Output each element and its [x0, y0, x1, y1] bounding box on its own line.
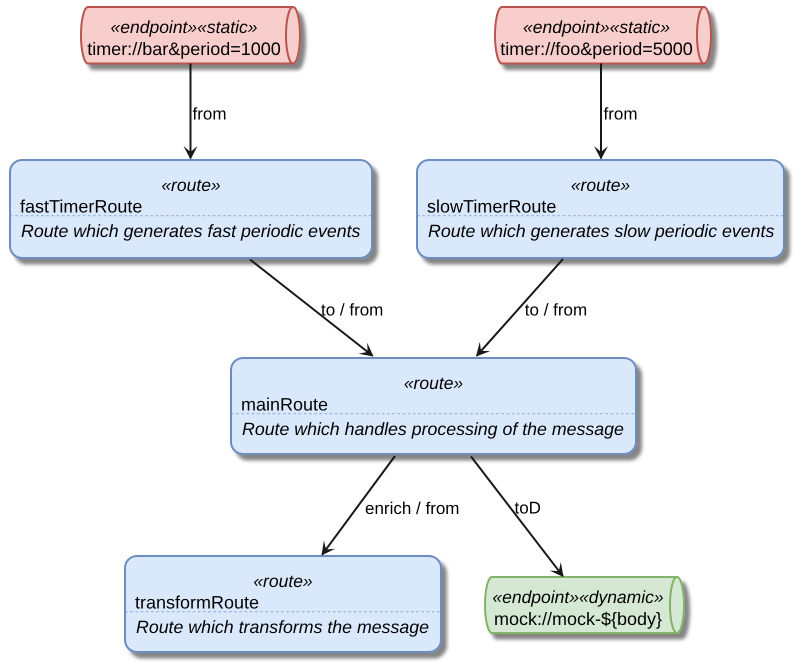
svg-text:enrich / from: enrich / from	[365, 499, 459, 518]
svg-text:timer://foo&period=5000: timer://foo&period=5000	[500, 39, 693, 59]
svg-text:Route which generates fast per: Route which generates fast periodic even…	[21, 221, 361, 241]
svg-text:slowTimerRoute: slowTimerRoute	[427, 197, 556, 217]
svg-text:fastTimerRoute: fastTimerRoute	[20, 197, 142, 217]
svg-text:mock://mock-${body}: mock://mock-${body}	[494, 609, 662, 629]
svg-text:«endpoint»«dynamic»: «endpoint»«dynamic»	[492, 587, 664, 607]
svg-text:toD: toD	[515, 499, 541, 518]
svg-text:to / from: to / from	[321, 301, 383, 320]
svg-text:from: from	[604, 105, 638, 124]
svg-text:«route»: «route»	[404, 373, 464, 393]
svg-text:from: from	[193, 105, 227, 124]
svg-text:«route»: «route»	[253, 571, 313, 591]
svg-text:«endpoint»«static»: «endpoint»«static»	[111, 17, 258, 37]
svg-text:transformRoute: transformRoute	[135, 593, 259, 613]
svg-text:to / from: to / from	[525, 301, 587, 320]
svg-text:timer://bar&period=1000: timer://bar&period=1000	[87, 39, 281, 59]
svg-text:«route»: «route»	[571, 175, 631, 195]
svg-text:Route which generates slow per: Route which generates slow periodic even…	[428, 221, 774, 241]
svg-text:Route which transforms the mes: Route which transforms the message	[136, 617, 429, 637]
svg-text:«endpoint»«static»: «endpoint»«static»	[523, 17, 670, 37]
svg-text:Route which handles processing: Route which handles processing of the me…	[242, 419, 624, 439]
svg-text:«route»: «route»	[161, 175, 221, 195]
svg-text:mainRoute: mainRoute	[241, 395, 328, 415]
